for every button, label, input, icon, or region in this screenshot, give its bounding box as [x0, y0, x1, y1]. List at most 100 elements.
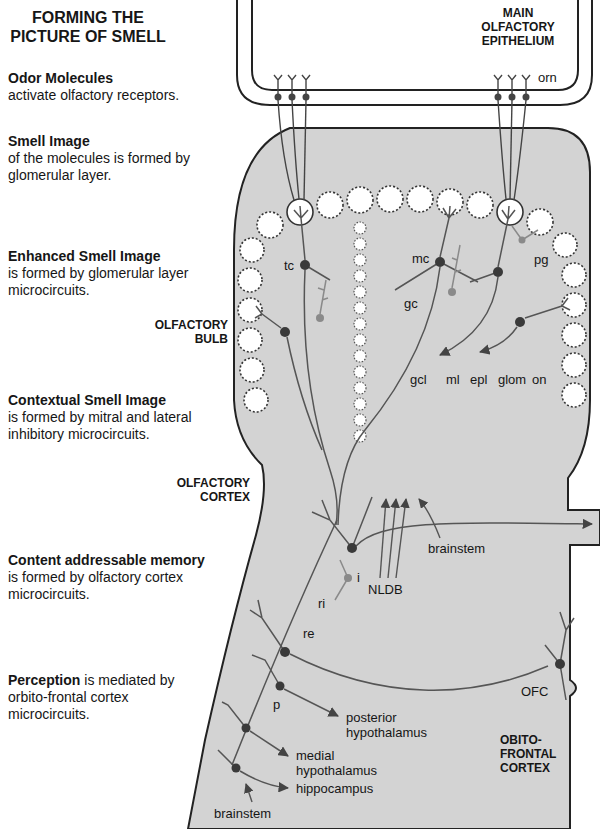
glomerulus — [317, 192, 343, 218]
input-fiber — [246, 784, 252, 802]
cell-label: mc — [412, 251, 429, 266]
receptor-neuron — [302, 75, 310, 94]
step-heading: Smell Image — [8, 133, 213, 150]
glomerulus — [562, 263, 586, 287]
pyramidal-cell-body — [280, 647, 290, 657]
diagram-title: FORMING THE PICTURE OF SMELL — [8, 8, 168, 46]
bulb-neuron — [480, 327, 517, 352]
cortex-neuron — [252, 655, 280, 686]
step-heading: Contextual Smell Image — [8, 392, 213, 409]
bulb-neuron — [255, 206, 570, 525]
receptor-neuron — [494, 75, 502, 94]
receptor-neuron — [498, 100, 506, 199]
receptor-neuron — [274, 75, 282, 94]
granule-chain — [354, 350, 366, 362]
receptor-cell-body — [275, 94, 282, 101]
receptor-neuron — [292, 100, 299, 199]
step-group: Perceptionis mediated by orbito-frontal … — [8, 672, 208, 723]
step-group: Odor Moleculesactivate olfactory recepto… — [8, 70, 213, 104]
glomerulus — [347, 187, 373, 213]
receptor-cell-body — [289, 94, 296, 101]
step-group: Contextual Smell Imageis formed by mitra… — [8, 392, 213, 443]
bulb-neuron — [525, 298, 570, 318]
glomerulus — [244, 388, 268, 412]
region-label: OLFACTORY BULB — [148, 318, 228, 346]
receptor-neuron — [514, 100, 526, 200]
step-text: is formed by glomerular layer microcircu… — [8, 265, 213, 299]
region-label: MAIN OLFACTORY EPITHELIUM — [478, 6, 558, 48]
granule-chain — [354, 318, 366, 330]
mitral-cell-body — [300, 260, 310, 270]
granule-chain — [354, 302, 366, 314]
receptor-cell-body — [523, 94, 530, 101]
glomerulus — [238, 328, 262, 352]
interneuron-body — [316, 314, 324, 322]
input-fiber — [380, 499, 386, 578]
input-fiber — [388, 499, 396, 578]
layer-label: glom — [498, 372, 526, 387]
cortex-neuron — [545, 612, 574, 700]
receptor-neuron — [522, 75, 530, 94]
circuit-label: ri — [318, 596, 325, 611]
bulb-neuron — [338, 267, 440, 525]
cortex-neuron — [222, 702, 246, 728]
target-label: hippocampus — [296, 781, 373, 796]
step-text: is formed by olfactory cortex microcircu… — [8, 569, 223, 603]
glomerulus — [527, 209, 553, 235]
mitral-cell-body — [493, 267, 503, 277]
cortex-neuron — [290, 654, 548, 690]
pyramidal-cell-body — [242, 724, 251, 733]
receptor-neuron — [278, 100, 294, 200]
receptor-neuron — [274, 75, 530, 200]
granule-chain — [354, 398, 366, 410]
layer-label: ml — [446, 372, 460, 387]
glomerulus — [407, 186, 433, 212]
input-label: brainstem — [428, 541, 485, 556]
glomerulus — [238, 268, 262, 292]
interneuron-body — [448, 288, 456, 296]
bulb-neuron — [304, 270, 337, 525]
receptor-cell-body — [275, 94, 530, 101]
step-text: of the molecules is formed by glomerular… — [8, 150, 213, 184]
step-heading: Enhanced Smell Image — [8, 248, 213, 265]
glomerulus — [553, 233, 577, 257]
glomerulus — [238, 186, 586, 412]
input-label: brainstem — [214, 806, 271, 821]
mitral-cell-body — [280, 327, 290, 337]
cell-label: OFC — [521, 684, 548, 699]
target-label: posterior hypothalamus — [346, 710, 432, 740]
cortex-neuron — [218, 497, 592, 788]
layer-label: epl — [470, 372, 487, 387]
cell-label: gc — [404, 296, 418, 311]
receptor-neuron — [288, 75, 296, 94]
interneuron-body — [316, 237, 526, 583]
receptor-neuron — [304, 100, 306, 200]
cell-label: p — [273, 697, 280, 712]
epithelium-wall — [237, 0, 592, 105]
bulb-neuron — [294, 206, 308, 260]
active-glomerulus — [287, 199, 523, 225]
cell-label: i — [357, 570, 360, 585]
receptor-cell-body — [495, 94, 502, 101]
granule-chain — [354, 238, 366, 250]
layer-label: gcl — [410, 372, 427, 387]
step-group: Enhanced Smell Imageis formed by glomeru… — [8, 248, 213, 299]
step-heading: Content addressable memory — [8, 552, 223, 569]
mitral-cell-body — [515, 317, 525, 327]
granule-chain — [354, 286, 366, 298]
circuit-label: re — [303, 626, 315, 641]
granule-chain — [354, 270, 366, 282]
bulb-neuron — [255, 306, 281, 328]
granule-chain — [354, 366, 366, 378]
granule-chain — [354, 222, 366, 234]
glomerulus — [240, 238, 264, 262]
receptor-neuron — [510, 100, 512, 199]
glomerulus — [562, 353, 586, 377]
glomerulus — [562, 383, 586, 407]
pyramidal-cell-body — [232, 764, 241, 773]
glomerulus — [562, 323, 586, 347]
receptor-cell-body — [303, 94, 310, 101]
interneuron — [512, 226, 538, 240]
receptor-neuron — [508, 75, 516, 94]
